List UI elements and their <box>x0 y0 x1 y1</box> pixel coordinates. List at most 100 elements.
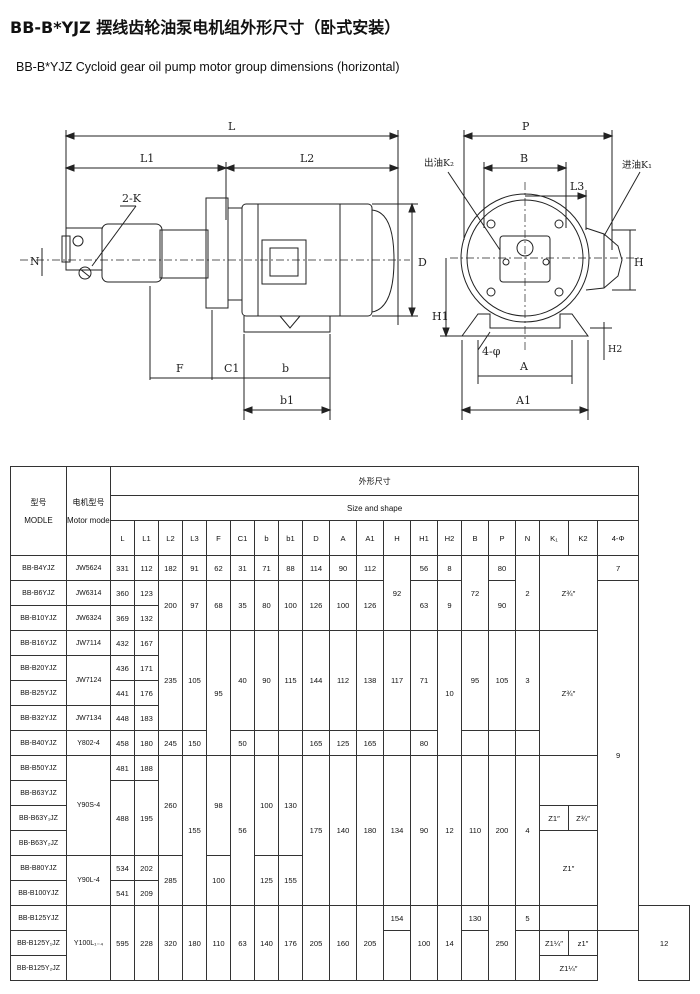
cell-b1: 100 <box>278 580 303 631</box>
motor-cell: Y90L-4 <box>66 855 111 906</box>
col-header: b1 <box>278 520 303 556</box>
cell-P: 90 <box>488 580 516 631</box>
dim-C1-label: C1 <box>224 362 239 375</box>
cell-L1: 112 <box>134 555 159 581</box>
cell-H1: 63 <box>410 580 438 631</box>
col-header: L3 <box>182 520 207 556</box>
cell-H <box>383 930 411 981</box>
dim-L3-label: L3 <box>570 180 584 193</box>
cell-L3: 180 <box>182 905 207 981</box>
cell-D: 114 <box>302 555 330 581</box>
cell-P: 105 <box>488 630 516 731</box>
model-cell: BB-B50YJZ <box>10 755 67 781</box>
cell-L2: 320 <box>158 905 183 981</box>
col-header: H1 <box>410 520 438 556</box>
cell-H1: 71 <box>410 630 438 731</box>
col-header: P <box>488 520 516 556</box>
cell-B: 110 <box>461 755 489 906</box>
cell-b1: 130 <box>278 755 303 856</box>
cell-phi: 12 <box>638 905 690 981</box>
cell-K: Z¾″ <box>539 555 598 631</box>
cell-K: Z¾″ <box>539 630 598 756</box>
cell-H <box>383 730 411 756</box>
model-cell: BB-B40YJZ <box>10 730 67 756</box>
model-cell: BB-B125Y₁JZ <box>10 930 67 956</box>
col-header: K2 <box>568 520 598 556</box>
cell-K: Z1″ <box>539 830 598 906</box>
cell-b: 71 <box>254 555 279 581</box>
cell-L1: 188 <box>134 755 159 781</box>
cell-L: 448 <box>110 705 135 731</box>
dim-H2-label: H2 <box>608 344 622 355</box>
cell-H: 117 <box>383 630 411 731</box>
col-header: K₁ <box>539 520 569 556</box>
cell-H1: 90 <box>410 755 438 906</box>
model-cell: BB-B63Y₂JZ <box>10 830 67 856</box>
cell-N <box>515 930 540 981</box>
col-header: N <box>515 520 540 556</box>
cell-b <box>254 730 279 756</box>
cell-P <box>488 730 516 756</box>
col-header: A1 <box>356 520 384 556</box>
col-header: L1 <box>134 520 159 556</box>
cell-L2: 182 <box>158 555 183 581</box>
cell-C1: 50 <box>230 730 255 756</box>
cell-A1: 180 <box>356 755 384 906</box>
motor-cell: JW7134 <box>66 705 111 731</box>
cell-L1: 167 <box>134 630 159 656</box>
cell-A1: 138 <box>356 630 384 731</box>
cell-H2: 9 <box>437 580 462 631</box>
dim-P-label: P <box>522 120 530 133</box>
cell-L1: 202 <box>134 855 159 881</box>
cell-F: 68 <box>206 580 231 631</box>
dim-holes-label: 4-φ <box>482 345 501 358</box>
dim-2K-label: 2-K <box>122 192 142 205</box>
model-cell: BB-B20YJZ <box>10 655 67 681</box>
cell-H: 92 <box>383 555 411 631</box>
cell-K: Z1¼″ <box>539 955 598 981</box>
cell-L1: 183 <box>134 705 159 731</box>
cell-N: 4 <box>515 755 540 906</box>
cell-b: 100 <box>254 755 279 856</box>
dim-A1-label: A1 <box>515 394 531 407</box>
cell-C1: 63 <box>230 905 255 981</box>
cell-phi: 7 <box>596 555 640 581</box>
cell-N <box>515 730 540 756</box>
col-header: H2 <box>437 520 462 556</box>
cell-b1 <box>278 730 303 756</box>
cell-L3: 97 <box>182 580 207 631</box>
dimension-drawing: L L1 L2 2-K N D F C1 b b1 <box>0 100 700 460</box>
page-title: BB-B*YJZ 摆线齿轮油泵电机组外形尺寸（卧式安装） <box>10 18 401 37</box>
model-cell: BB-B6YJZ <box>10 580 67 606</box>
cell-L: 458 <box>110 730 135 756</box>
cell-A: 160 <box>329 905 357 981</box>
model-cell: BB-B32YJZ <box>10 705 67 731</box>
col-header: B <box>461 520 489 556</box>
cell-H1: 100 <box>410 905 438 981</box>
model-cell: BB-B63Y₁JZ <box>10 805 67 831</box>
cell-L: 534 <box>110 855 135 881</box>
cell-F: 98 <box>206 755 231 856</box>
cell-L3: 155 <box>182 755 207 906</box>
motor-cell: JW7114 <box>66 630 111 656</box>
pump-motor-drawing-svg: L L1 L2 2-K N D F C1 b b1 <box>20 120 652 420</box>
cell-A1: 112 <box>356 555 384 581</box>
outlet-label: 出油K₂ <box>424 157 454 169</box>
cell-A: 140 <box>329 755 357 906</box>
col-header: 4-Φ <box>596 520 640 556</box>
cell-H2: 10 <box>437 630 462 756</box>
inlet-label: 进油K₁ <box>622 159 652 171</box>
model-cell: BB-B10YJZ <box>10 605 67 631</box>
cell-K1: Z1¼″ <box>539 930 569 956</box>
cell-L2: 260 <box>158 755 183 856</box>
cell-D: 175 <box>302 755 330 906</box>
cell-L2: 235 <box>158 630 183 731</box>
motor-cell: JW6324 <box>66 605 111 631</box>
cell-L1: 171 <box>134 655 159 681</box>
cell-P: 80 <box>488 555 516 581</box>
dim-L2-label: L2 <box>300 152 314 165</box>
cell-L3: 105 <box>182 630 207 731</box>
cell-L: 541 <box>110 880 135 906</box>
